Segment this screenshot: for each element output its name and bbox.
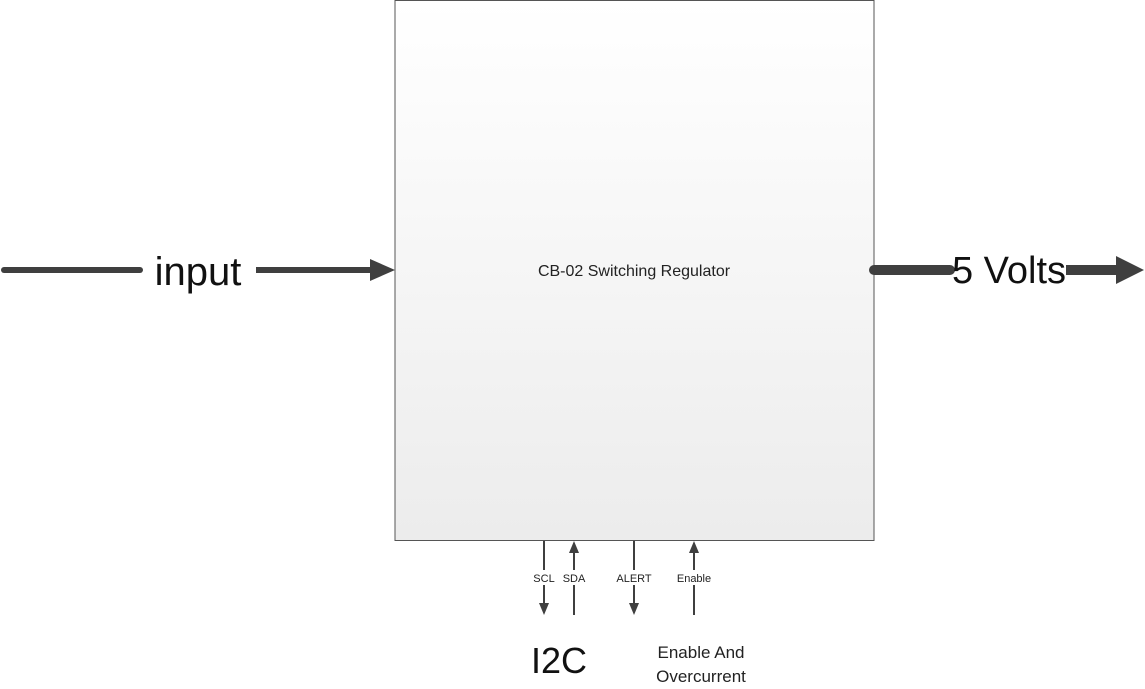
regulator-title: CB-02 Switching Regulator: [538, 263, 731, 280]
input-arrowhead: [370, 259, 395, 281]
enable-group-label-line1: Enable And: [658, 643, 745, 662]
sda-label: SDA: [563, 573, 586, 585]
output-arrowhead: [1116, 256, 1144, 284]
alert-arrowhead-down: [629, 603, 639, 615]
enable-signal: Enable: [677, 541, 711, 615]
scl-signal: SCL: [533, 541, 555, 615]
scl-label: SCL: [533, 573, 554, 585]
alert-signal: ALERT: [616, 541, 652, 615]
alert-label: ALERT: [616, 573, 652, 585]
regulator-block: [394, 0, 875, 541]
sda-arrowhead-up: [569, 541, 579, 553]
enable-label: Enable: [677, 573, 711, 585]
sda-signal: SDA: [563, 541, 586, 615]
output-label: 5 Volts: [952, 250, 1066, 292]
input-connector: input: [1, 250, 395, 294]
input-label: input: [155, 250, 242, 294]
enable-group-label-line2: Overcurrent: [656, 667, 746, 686]
i2c-group-label: I2C: [531, 640, 587, 681]
enable-arrowhead-up: [689, 541, 699, 553]
output-connector: 5 Volts: [869, 250, 1144, 292]
scl-arrowhead-down: [539, 603, 549, 615]
